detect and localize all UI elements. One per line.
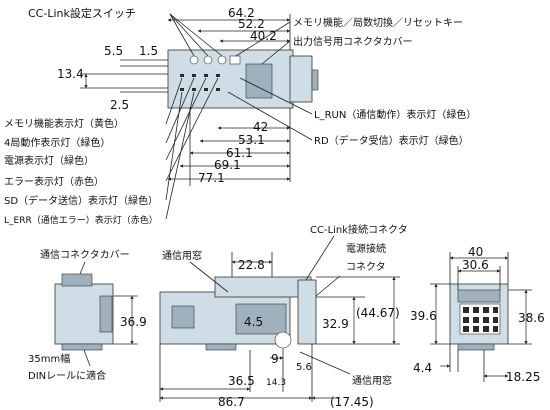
leader-memory-led bbox=[165, 77, 183, 125]
led-7 bbox=[204, 88, 208, 91]
dim-18-25: 18.25 bbox=[506, 370, 540, 384]
dim-14-3: 14.3 bbox=[266, 378, 286, 388]
cclink-switch-2 bbox=[203, 55, 213, 65]
dim-69-1: 69.1 bbox=[214, 158, 241, 172]
dim-77-1: 77.1 bbox=[198, 171, 225, 185]
memory-key-shape bbox=[229, 55, 241, 65]
right-view-din-clip bbox=[457, 343, 495, 351]
dim-5-6: 5.6 bbox=[296, 362, 312, 373]
front-view-top-block bbox=[214, 276, 312, 298]
top-view-connector-block bbox=[289, 55, 313, 103]
leader-din-rail bbox=[83, 349, 91, 367]
led-6 bbox=[192, 88, 196, 91]
leader-power-connector bbox=[315, 275, 341, 297]
dim-40: 40 bbox=[468, 245, 483, 259]
dim-86-7: 86.7 bbox=[218, 395, 245, 409]
dim-53-1: 53.1 bbox=[238, 133, 265, 147]
leader-power bbox=[165, 77, 207, 161]
dim-32-9: 32.9 bbox=[322, 317, 349, 331]
leader-comm-cover bbox=[79, 261, 86, 275]
label-comm-window-top: 通信用窓 bbox=[162, 249, 202, 262]
led-8 bbox=[216, 88, 220, 91]
label-power-connector-1: 電源接続 bbox=[346, 242, 386, 255]
output-connector-cover-shape bbox=[245, 63, 273, 99]
label-din-rail-1: 35mm幅 bbox=[28, 352, 70, 365]
left-view-side-block bbox=[99, 295, 113, 333]
leader-lrun bbox=[239, 77, 313, 115]
dim-39-6: 39.6 bbox=[410, 309, 437, 323]
cclink-switch-3 bbox=[217, 55, 227, 65]
left-view-din-clip bbox=[61, 343, 103, 351]
top-view bbox=[80, 13, 319, 220]
label-l-err-led: L_ERR（通信エラー）表示灯（赤色） bbox=[4, 214, 158, 226]
leader-output-cover bbox=[261, 40, 291, 65]
dim-17-45: (17.45) bbox=[330, 395, 374, 409]
dim-44-67: (44.67) bbox=[356, 306, 400, 320]
label-cclink-connector: CC-Link接続コネクタ bbox=[310, 223, 408, 236]
text-layer: CC-Link設定スイッチ メモリ機能／局数切換／リセットキー 出力信号用コネク… bbox=[4, 6, 545, 409]
label-comm-window-bottom: 通信用窓 bbox=[352, 374, 392, 387]
dim-42: 42 bbox=[253, 120, 268, 134]
leader-station4 bbox=[165, 77, 195, 144]
label-din-rail-2: DINレールに適合 bbox=[28, 369, 106, 382]
leader-error bbox=[165, 77, 219, 182]
dim-52-2: 52.2 bbox=[238, 17, 265, 31]
front-view-connector bbox=[297, 279, 317, 345]
leader-rd bbox=[227, 91, 313, 141]
dim-13-4: 13.4 bbox=[57, 67, 84, 81]
label-error-led: エラー表示灯（赤色） bbox=[4, 175, 104, 188]
left-view-comm-cover bbox=[61, 273, 93, 287]
dim-2-5: 2.5 bbox=[110, 98, 129, 112]
dim-40-2: 40.2 bbox=[250, 29, 277, 43]
right-view-top-terminals bbox=[457, 289, 501, 303]
cclink-switch-1 bbox=[189, 55, 199, 65]
label-memory-key: メモリ機能／局数切換／リセットキー bbox=[293, 16, 463, 29]
dim-38-6: 38.6 bbox=[518, 311, 545, 325]
right-view bbox=[430, 252, 532, 382]
label-power-led: 電源表示灯（緑色） bbox=[4, 154, 94, 167]
label-sd-led: SD（データ送信）表示灯（緑色） bbox=[4, 194, 158, 207]
label-comm-cover: 通信コネクタカバー bbox=[40, 249, 130, 261]
top-view-terminal bbox=[311, 69, 319, 91]
dim-4-4: 4.4 bbox=[413, 361, 432, 375]
led-5 bbox=[180, 88, 184, 91]
left-view bbox=[54, 261, 138, 367]
leader-lerr bbox=[165, 91, 195, 220]
leader-comm-window-top bbox=[189, 261, 229, 293]
dim-22-8: 22.8 bbox=[238, 258, 265, 272]
leader-sd bbox=[165, 91, 183, 201]
dim-36-9: 36.9 bbox=[120, 315, 147, 329]
led-1 bbox=[180, 74, 184, 77]
label-power-connector-2: コネクタ bbox=[346, 261, 386, 273]
dim-30-6: 30.6 bbox=[462, 258, 489, 272]
front-view bbox=[159, 235, 400, 402]
front-view-window bbox=[171, 305, 195, 329]
dim-4-5: 4.5 bbox=[244, 315, 263, 329]
leader-comm-window-bottom bbox=[299, 351, 351, 375]
label-l-run: L_RUN（通信動作）表示灯（緑色） bbox=[314, 108, 476, 121]
label-station4-led: 4局動作表示灯（緑色） bbox=[4, 136, 110, 149]
leader-memory-key bbox=[235, 21, 291, 57]
right-view-terminal-grid bbox=[463, 307, 498, 332]
led-3 bbox=[204, 74, 208, 77]
front-view-din-clip bbox=[205, 343, 237, 351]
dim-61-1: 61.1 bbox=[226, 146, 253, 160]
dim-1-5: 1.5 bbox=[139, 44, 158, 58]
label-rd: RD（データ受信）表示灯（緑色） bbox=[314, 134, 469, 147]
dim-64-2: 64.2 bbox=[228, 6, 255, 20]
label-memory-led: メモリ機能表示灯（黄色） bbox=[4, 117, 124, 130]
dim-9: 9 bbox=[271, 352, 279, 366]
led-4 bbox=[216, 74, 220, 77]
leader-cclink-connector bbox=[305, 235, 335, 281]
front-view-panel bbox=[235, 303, 287, 335]
front-view-knob bbox=[274, 331, 292, 349]
led-2 bbox=[192, 74, 196, 77]
dim-36-5: 36.5 bbox=[228, 374, 255, 388]
label-output-cover: 出力信号用コネクタカバー bbox=[293, 35, 413, 48]
dim-5-5: 5.5 bbox=[104, 44, 123, 58]
label-cclink-switch: CC-Link設定スイッチ bbox=[28, 6, 136, 20]
